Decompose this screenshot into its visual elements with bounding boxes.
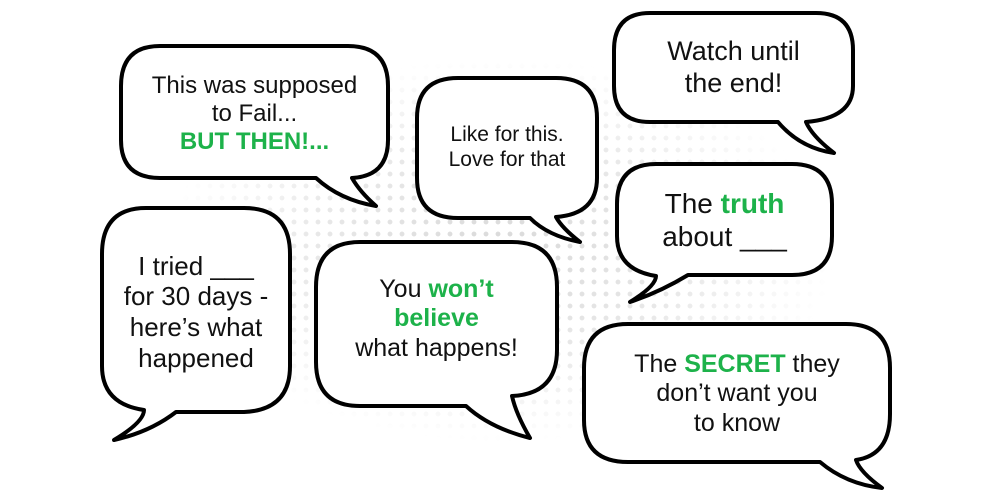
bubble-6-highlight-believe: believe [394, 304, 479, 333]
bubble-4-line-2: about ___ [662, 221, 787, 252]
bubble-4-the: The [664, 187, 721, 219]
bubble-6-line-3: what happens! [355, 333, 518, 362]
speech-bubble-2-outline [415, 76, 599, 244]
bubble-7-the: The [634, 349, 685, 378]
speech-bubble-7-text: The SECRET they don’t want you to know [584, 328, 890, 460]
bubble-1-line-2: to Fail... [211, 99, 298, 127]
speech-bubble-4-text: The truth about ___ [617, 166, 832, 274]
bubble-7-line-1: The SECRET they [634, 350, 840, 380]
bubble-7-they: they [785, 349, 840, 378]
bubble-5-line-2: for 30 days - [123, 281, 269, 312]
bubble-7-highlight-secret: SECRET [684, 349, 786, 378]
speech-bubble-1-outline [119, 44, 390, 208]
bubble-6-highlight-wont: won’t [428, 274, 494, 303]
bubble-7-line-3: to know [693, 408, 781, 437]
speech-bubble-5-outline [100, 206, 292, 442]
bubble-3-line-1: Watch until [667, 36, 800, 67]
speech-bubble-5-text: I tried ___ for 30 days - here’s what ha… [102, 214, 290, 410]
speech-bubble-2-text: Like for this. Love for that [417, 80, 597, 216]
bubble-1-line-1: This was supposed [151, 71, 358, 99]
speech-bubble-3-outline [612, 11, 855, 155]
bubble-3-line-2: the end! [684, 68, 783, 98]
bubble-4-line-1: The truth [665, 187, 785, 220]
bubble-2-line-1: Like for this. [450, 123, 564, 147]
speech-bubble-1-text: This was supposed to Fail... BUT THEN!..… [121, 50, 388, 178]
speech-bubble-6-text: You won’t believe what happens! [316, 244, 557, 394]
bubble-6-line-1: You won’t [379, 275, 493, 305]
bubble-1-highlight-but-then: BUT THEN!... [179, 128, 330, 156]
bubble-7-line-2: don’t want you [656, 379, 818, 408]
speech-bubble-3-text: Watch until the end! [614, 14, 853, 122]
bubble-5-line-3: here’s what [129, 312, 263, 342]
speech-bubble-7-outline [582, 322, 892, 490]
bubble-5-line-1: I tried ___ [138, 250, 254, 281]
bubble-2-line-2: Love for that [448, 148, 566, 171]
bubble-4-highlight-truth: truth [720, 187, 785, 219]
bubble-6-you: You [379, 274, 429, 303]
bubble-5-line-4: happened [138, 342, 254, 373]
speech-bubble-6-outline [314, 240, 559, 440]
speech-bubble-4-outline [615, 162, 834, 304]
